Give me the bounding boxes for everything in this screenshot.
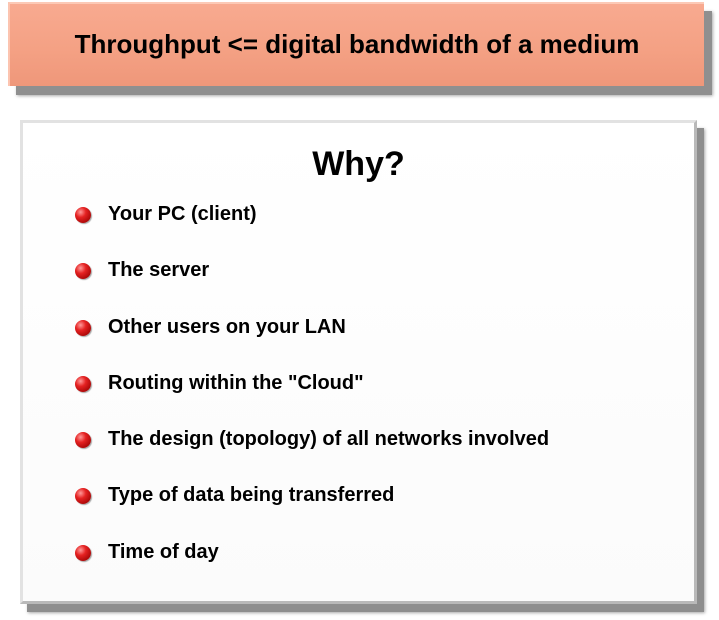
list-item-text: Time of day	[108, 540, 219, 563]
panel-heading: Why?	[312, 145, 405, 183]
red-sphere-bullet-icon	[75, 544, 91, 561]
list-item-text: Type of data being transferred	[108, 484, 395, 507]
list-item-text: The server	[108, 259, 210, 282]
list-item: Your PC (client)	[75, 201, 549, 257]
reasons-panel: Why? Your PC (client) The server Other u…	[20, 120, 697, 604]
list-item: Routing within the "Cloud"	[75, 370, 549, 426]
list-item: The design (topology) of all networks in…	[75, 426, 549, 482]
reasons-list: Your PC (client) The server Other users …	[75, 201, 549, 595]
red-sphere-bullet-icon	[75, 488, 91, 505]
list-item-text: Your PC (client)	[108, 203, 257, 225]
red-sphere-bullet-icon	[75, 263, 91, 280]
list-item: Time of day	[75, 539, 549, 595]
list-item: Other users on your LAN	[75, 314, 549, 370]
title-banner: Throughput <= digital bandwidth of a med…	[8, 2, 704, 86]
list-item-text: The design (topology) of all networks in…	[108, 428, 550, 451]
list-item: Type of data being transferred	[75, 482, 549, 538]
list-item-text: Other users on your LAN	[108, 315, 346, 338]
list-item: The server	[75, 257, 549, 313]
slide-title: Throughput <= digital bandwidth of a med…	[74, 28, 640, 59]
red-sphere-bullet-icon	[75, 319, 91, 336]
red-sphere-bullet-icon	[75, 432, 91, 449]
red-sphere-bullet-icon	[75, 375, 91, 392]
red-sphere-bullet-icon	[75, 207, 91, 223]
list-item-text: Routing within the "Cloud"	[108, 371, 364, 394]
